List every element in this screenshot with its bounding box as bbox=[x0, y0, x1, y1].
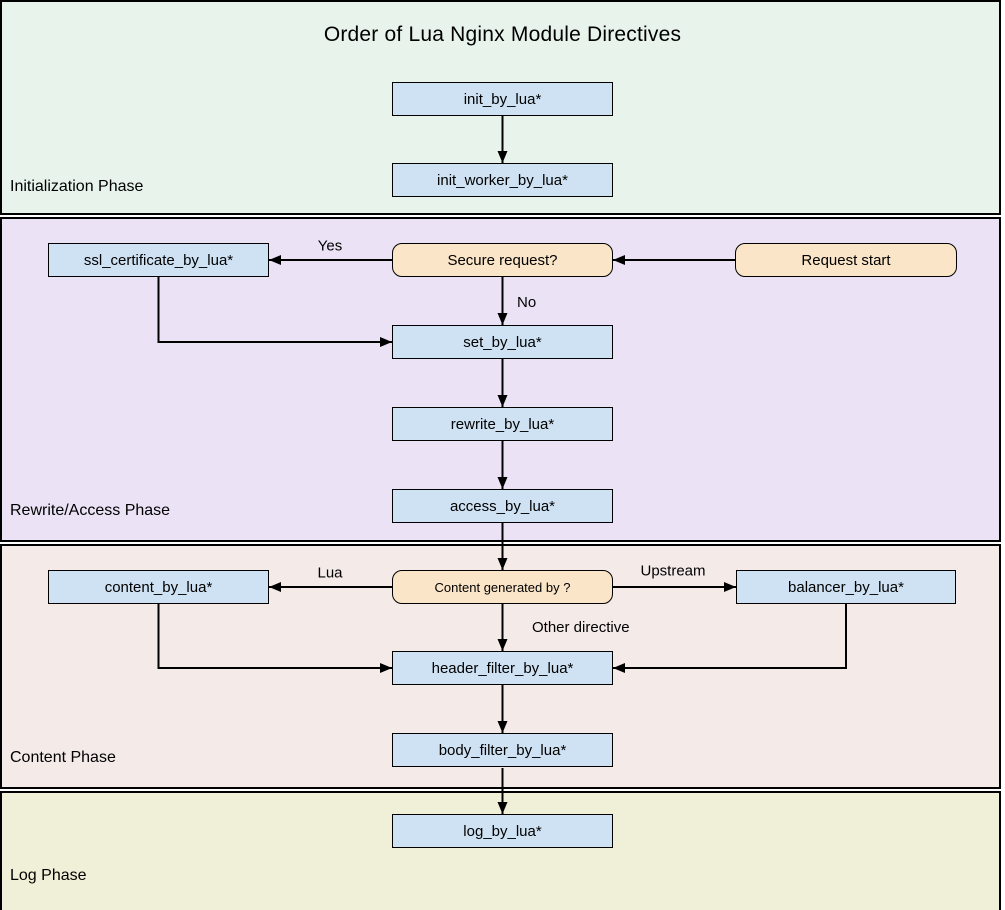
edge-label-upstream: Upstream bbox=[640, 562, 706, 580]
node-set-by-lua: set_by_lua* bbox=[392, 325, 613, 359]
phase-label-initialization: Initialization Phase bbox=[10, 178, 144, 195]
node-init-by-lua: init_by_lua* bbox=[392, 82, 613, 116]
node-content-by-lua: content_by_lua* bbox=[48, 570, 269, 604]
edge-label-lua: Lua bbox=[317, 564, 343, 582]
node-balancer-by-lua: balancer_by_lua* bbox=[736, 570, 956, 604]
phase-label-content: Content Phase bbox=[10, 749, 116, 766]
node-secure-request: Secure request? bbox=[392, 243, 613, 277]
edge-label-other-directive: Other directive bbox=[532, 619, 630, 636]
node-access-by-lua: access_by_lua* bbox=[392, 489, 613, 523]
node-request-start: Request start bbox=[735, 243, 957, 277]
node-rewrite-by-lua: rewrite_by_lua* bbox=[392, 407, 613, 441]
phase-label-rewrite-access: Rewrite/Access Phase bbox=[10, 502, 171, 519]
phase-label-log: Log Phase bbox=[10, 867, 87, 884]
phase-band-log bbox=[0, 791, 1001, 910]
node-header-filter-by-lua: header_filter_by_lua* bbox=[392, 651, 613, 685]
node-log-by-lua: log_by_lua* bbox=[392, 814, 613, 848]
edge-label-yes: Yes bbox=[317, 237, 343, 255]
node-body-filter-by-lua: body_filter_by_lua* bbox=[392, 733, 613, 767]
diagram-title: Order of Lua Nginx Module Directives bbox=[323, 23, 682, 46]
edge-label-no: No bbox=[517, 294, 537, 311]
node-init-worker-by-lua: init_worker_by_lua* bbox=[392, 163, 613, 197]
node-ssl-certificate-by-lua: ssl_certificate_by_lua* bbox=[48, 243, 269, 277]
node-content-generated-by: Content generated by ? bbox=[392, 570, 613, 604]
